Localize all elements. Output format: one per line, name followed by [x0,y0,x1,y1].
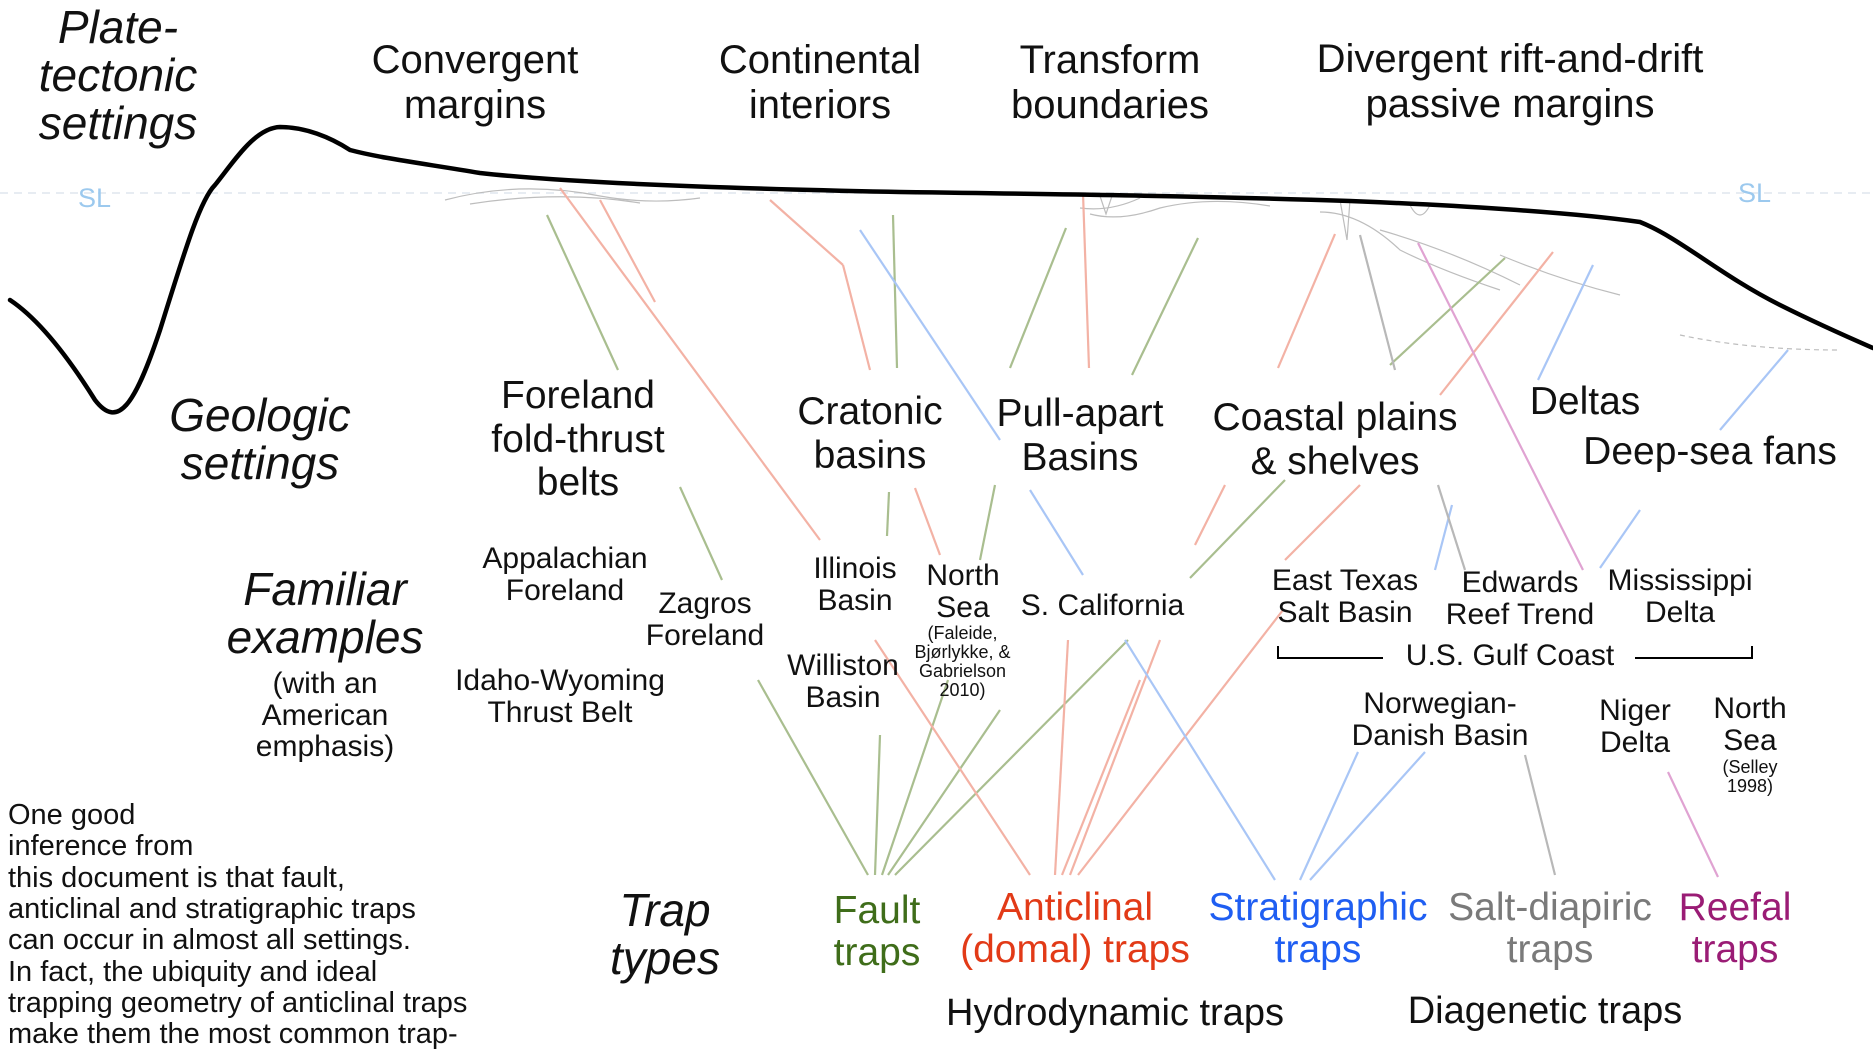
coastal-plains-shelves-label: Coastal plains & shelves [1212,396,1458,483]
transform-boundaries-label: Transform boundaries [1011,38,1209,127]
familiar-examples-heading: Familiar examples [226,563,424,663]
example-north-sea-2-citation: (Selley 1998) [1722,757,1778,796]
example-mississippi-delta: Mississippi Delta [1607,564,1753,629]
salt-diapiric-trap-connectors [1358,234,1557,876]
trap-types-heading: Trap types [610,884,720,984]
cratonic-basins-label: Cratonic basins [797,390,943,477]
reefal-trap-connectors [1417,242,1719,878]
reefal-traps-label: Reefal traps [1678,886,1792,972]
anticlinal-traps-label: Anticlinal (domal) traps [960,886,1190,972]
hydrodynamic-traps-label: Hydrodynamic traps [946,992,1284,1034]
geologic-settings-heading: Geologic settings [169,389,351,489]
example-north-sea: North Sea [926,559,1000,624]
deltas-label: Deltas [1529,380,1641,423]
convergent-margins-label: Convergent margins [371,38,579,127]
example-williston-basin: Williston Basin [787,649,899,714]
example-north-sea-2: North Sea [1713,692,1787,757]
example-us-gulf-coast: U.S. Gulf Coast [1405,639,1615,672]
fault-trap-connectors [545,214,1506,876]
example-zagros-foreland: Zagros Foreland [645,587,765,652]
example-niger-delta: Niger Delta [1599,694,1671,759]
stratigraphic-traps-label: Stratigraphic traps [1208,886,1428,972]
familiar-examples-subheading: (with an American emphasis) [255,667,395,763]
example-norwegian-danish-basin: Norwegian- Danish Basin [1351,687,1529,752]
sea-level-label-right: SL [1738,178,1772,208]
example-north-sea-citation: (Faleide, Bjørlykke, & Gabrielson 2010) [914,623,1011,700]
gulf-coast-bracket [1277,646,1753,659]
example-illinois-basin: Illinois Basin [813,552,897,617]
example-appalachian-foreland: Appalachian Foreland [482,542,648,607]
pull-apart-basins-label: Pull-apart Basins [996,392,1164,479]
example-idaho-wyoming-thrust-belt: Idaho-Wyoming Thrust Belt [455,664,665,729]
inference-note: One good inference from this document is… [8,799,468,1051]
divergent-margins-label: Divergent rift-and-drift passive margins [1316,37,1704,126]
example-east-texas-salt-basin: East Texas Salt Basin [1271,564,1419,629]
fault-traps-label: Fault traps [833,889,921,975]
continental-interiors-label: Continental interiors [718,38,922,127]
stratigraphic-trap-connectors [859,229,1789,881]
topographic-profile [7,124,1873,415]
example-edwards-reef-trend: Edwards Reef Trend [1445,566,1595,631]
sea-level-label-left: SL [78,183,112,213]
foreland-fold-thrust-belts-label: Foreland fold-thrust belts [491,374,665,505]
deep-sea-fans-label: Deep-sea fans [1583,430,1837,473]
subsurface-sketch [444,188,1841,351]
anticlinal-trap-connectors [559,187,1554,876]
example-s-california: S. California [1020,589,1185,622]
diagenetic-traps-label: Diagenetic traps [1407,990,1683,1032]
salt-diapiric-traps-label: Salt-diapiric traps [1448,886,1652,972]
plate-tectonic-settings-heading: Plate- tectonic settings [38,1,198,149]
